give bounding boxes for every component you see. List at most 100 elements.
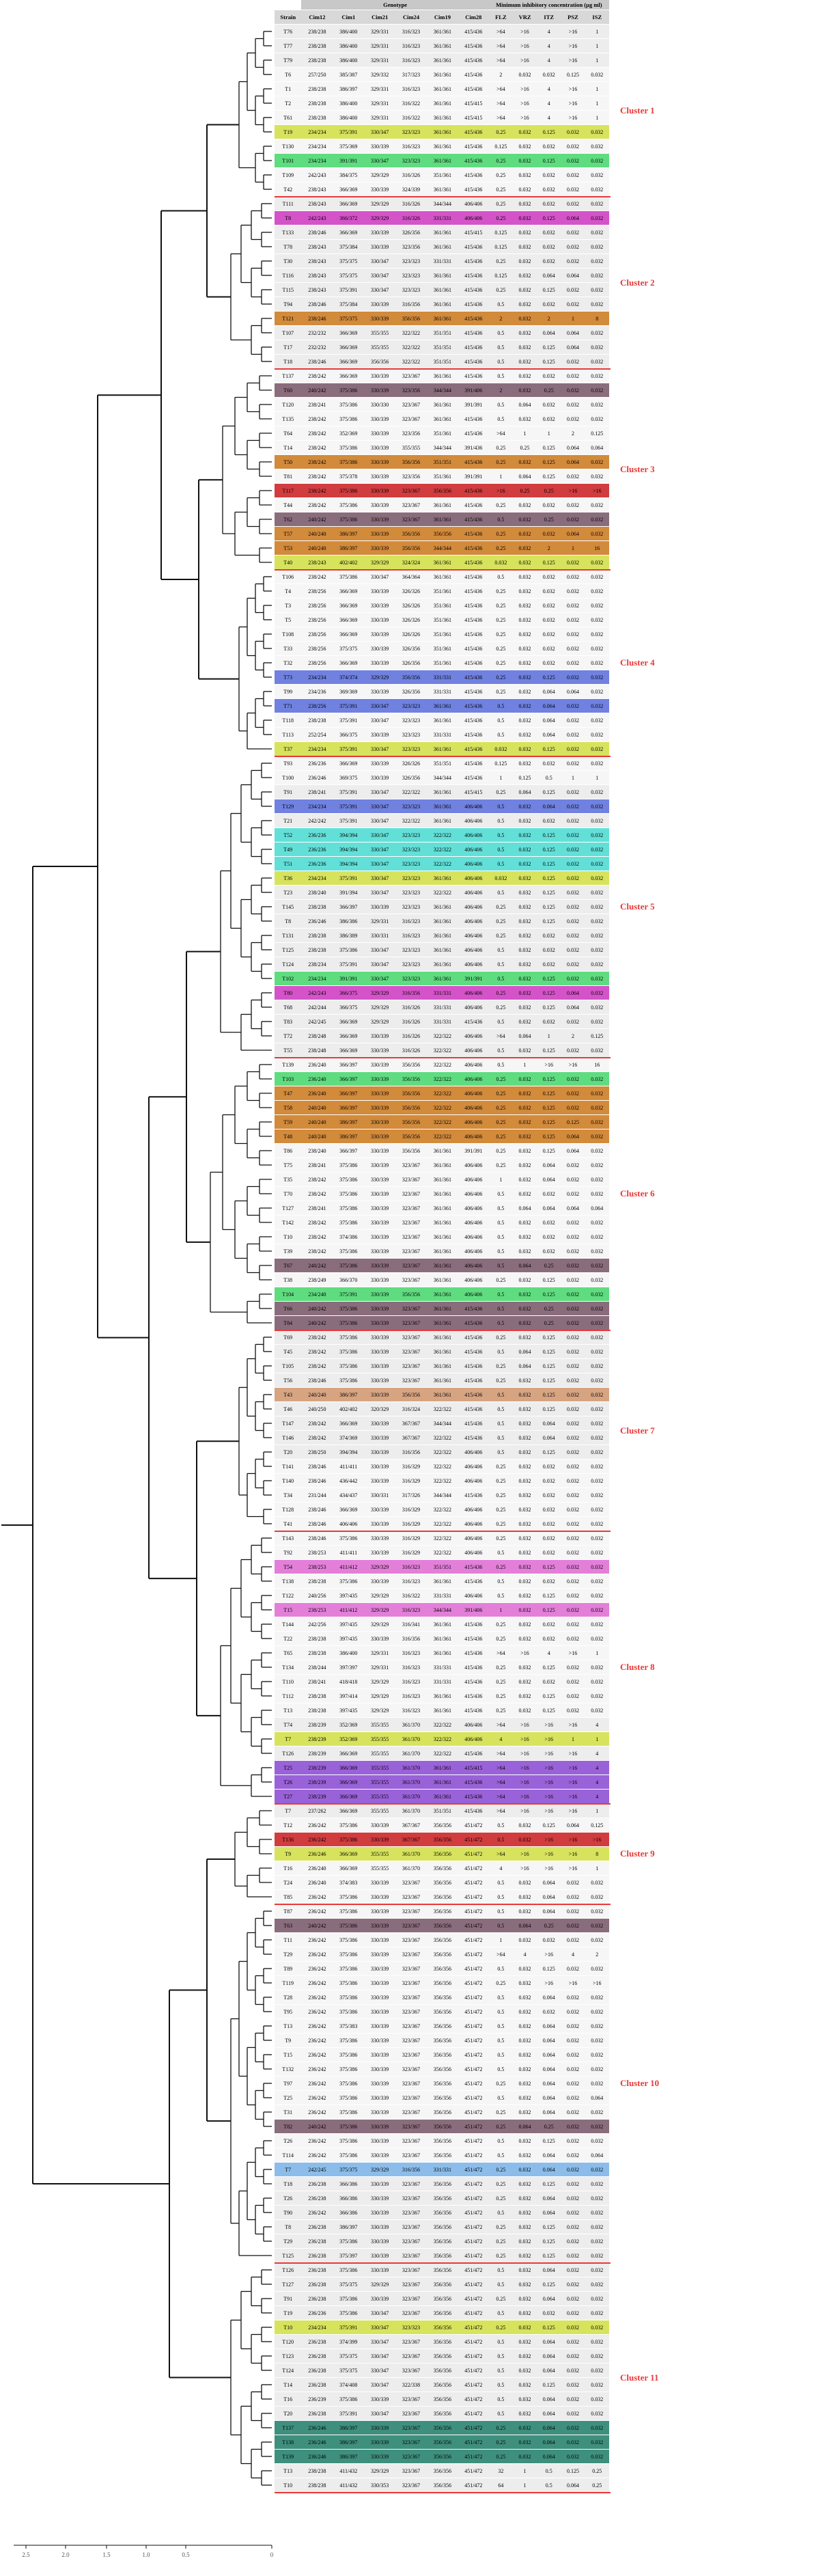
mic-cell: 0.032 xyxy=(561,2176,585,2191)
mic-cell: 0.5 xyxy=(488,2363,513,2378)
mic-cell: 0.125 xyxy=(537,210,561,225)
genotype-cell: 406/406 xyxy=(458,210,489,225)
genotype-cell: 238/246 xyxy=(301,297,333,312)
strain-cell: T30 xyxy=(275,254,302,269)
cluster-label: Cluster 2 xyxy=(620,277,655,288)
mic-cell: 0.25 xyxy=(488,641,513,656)
strain-cell: T97 xyxy=(275,2076,302,2091)
mic-cell: 0.5 xyxy=(488,698,513,713)
mic-cell: >64 xyxy=(488,1028,513,1043)
genotype-cell: 355/355 xyxy=(364,1861,396,1876)
genotype-cell: 323/323 xyxy=(395,856,427,871)
genotype-cell: 236/238 xyxy=(301,2219,333,2234)
strain-cell: T123 xyxy=(275,2348,302,2363)
mic-cell: 0.032 xyxy=(512,2334,537,2349)
strain-cell: T103 xyxy=(275,1071,302,1086)
genotype-cell: 356/356 xyxy=(426,2305,458,2320)
mic-cell: 0.064 xyxy=(537,2090,561,2105)
genotype-cell: 330/339 xyxy=(364,454,396,469)
genotype-cell: 330/347 xyxy=(364,698,396,713)
mic-cell: 1 xyxy=(488,1602,513,1617)
genotype-cell: 356/356 xyxy=(426,1918,458,1933)
mic-cell: 0.032 xyxy=(585,1086,609,1101)
mic-cell: >16 xyxy=(585,483,609,498)
genotype-cell: 323/367 xyxy=(395,1330,427,1345)
genotype-cell: 375/386 xyxy=(333,2392,365,2407)
genotype-cell: 415/436 xyxy=(458,627,489,642)
genotype-cell: 361/361 xyxy=(426,139,458,154)
genotype-cell: 238/243 xyxy=(301,182,333,197)
mic-cell: 0.25 xyxy=(537,1315,561,1330)
mic-cell: 0.032 xyxy=(512,282,537,297)
mic-cell: 0.5 xyxy=(488,2033,513,2048)
genotype-cell: 415/436 xyxy=(458,1789,489,1804)
mic-cell: 1 xyxy=(512,2463,537,2478)
genotype-cell: 356/356 xyxy=(426,2018,458,2033)
mic-cell: 0.25 xyxy=(488,1373,513,1388)
mic-cell: 1 xyxy=(585,1803,609,1818)
mic-cell: 0.032 xyxy=(561,1617,585,1632)
genotype-cell: 316/326 xyxy=(395,1000,427,1015)
genotype-cell: 323/367 xyxy=(395,1918,427,1933)
strain-cell: T120 xyxy=(275,2334,302,2349)
genotype-cell: 355/355 xyxy=(364,325,396,340)
genotype-cell: 406/406 xyxy=(458,1186,489,1201)
genotype-cell: 415/436 xyxy=(458,555,489,570)
strain-cell: T108 xyxy=(275,627,302,642)
genotype-cell: 330/339 xyxy=(364,1344,396,1359)
genotype-cell: 330/339 xyxy=(364,1086,396,1101)
genotype-cell: 386/400 xyxy=(333,1645,365,1660)
mic-cell: >16 xyxy=(512,1717,537,1732)
mic-cell: 0.032 xyxy=(512,354,537,369)
genotype-cell: 351/351 xyxy=(426,354,458,369)
mic-cell: 0.032 xyxy=(512,67,537,82)
mic-cell: 0.032 xyxy=(512,799,537,814)
mic-cell: 0.032 xyxy=(561,813,585,828)
mic-cell: 0.032 xyxy=(585,1244,609,1259)
genotype-cell: 375/375 xyxy=(333,311,365,326)
mic-cell: 0.032 xyxy=(561,239,585,254)
genotype-cell: 366/369 xyxy=(333,354,365,369)
strain-cell: T139 xyxy=(275,2449,302,2464)
genotype-cell: 451/472 xyxy=(458,2262,489,2277)
mic-cell: 0.032 xyxy=(512,2291,537,2306)
genotype-cell: 322/322 xyxy=(395,784,427,799)
genotype-cell: 411/412 xyxy=(333,1559,365,1574)
mic-cell: 0.032 xyxy=(585,598,609,613)
mic-cell: 0.032 xyxy=(512,239,537,254)
mic-cell: 0.064 xyxy=(512,1358,537,1373)
genotype-cell: 330/339 xyxy=(364,1114,396,1129)
genotype-cell: 236/238 xyxy=(301,2248,333,2263)
genotype-cell: 451/472 xyxy=(458,2291,489,2306)
mic-cell: 0.032 xyxy=(585,1602,609,1617)
mic-cell: 0.032 xyxy=(512,297,537,312)
genotype-cell: 329/329 xyxy=(364,2162,396,2177)
genotype-cell: 330/339 xyxy=(364,2033,396,2048)
genotype-cell: 361/361 xyxy=(426,239,458,254)
genotype-cell: 316/356 xyxy=(395,985,427,1000)
mic-cell: 0.032 xyxy=(585,1990,609,2005)
mic-cell: 4 xyxy=(537,1645,561,1660)
genotype-cell: 366/386 xyxy=(333,2176,365,2191)
genotype-cell: 238/243 xyxy=(301,254,333,269)
mic-cell: 0.064 xyxy=(537,2435,561,2450)
mic-cell: 0.032 xyxy=(561,2305,585,2320)
mic-cell: 2 xyxy=(537,540,561,556)
mic-cell: 0.032 xyxy=(585,2162,609,2177)
genotype-cell: 375/386 xyxy=(333,1258,365,1273)
mic-cell: 0.032 xyxy=(512,1172,537,1187)
genotype-cell: 317/326 xyxy=(395,1488,427,1503)
genotype-cell: 406/406 xyxy=(458,1516,489,1531)
genotype-cell: 236/242 xyxy=(301,1961,333,1976)
mic-cell: >16 xyxy=(561,38,585,53)
mic-cell: >16 xyxy=(512,24,537,39)
